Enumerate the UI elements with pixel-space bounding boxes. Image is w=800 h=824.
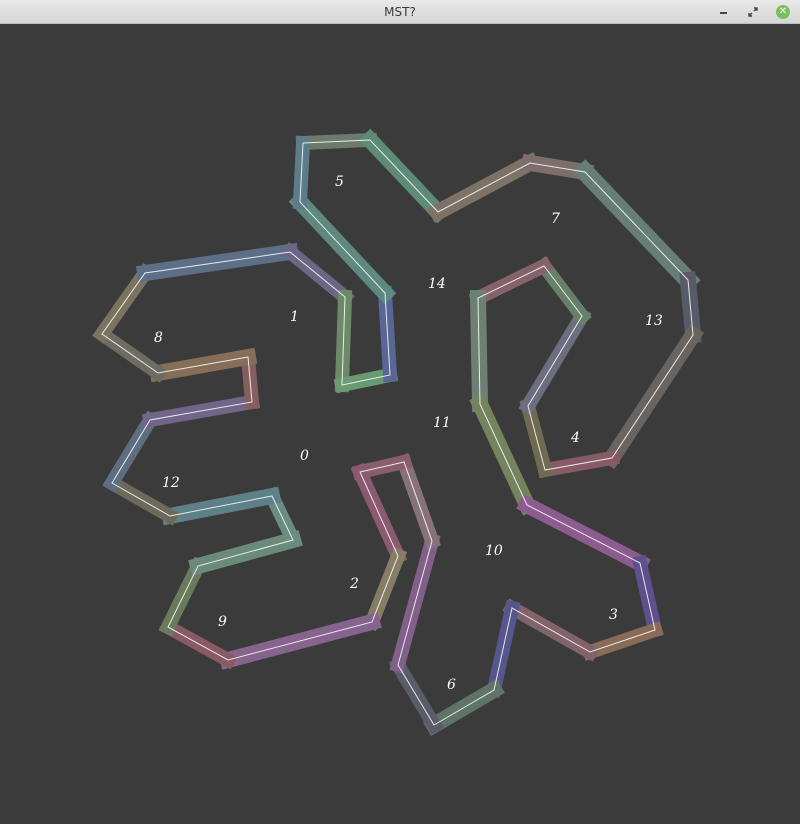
region-label-9: 9 xyxy=(218,614,227,630)
region-label-3: 3 xyxy=(609,607,618,623)
region-label-7: 7 xyxy=(551,211,560,227)
region-label-2: 2 xyxy=(349,576,359,592)
region-label-10: 10 xyxy=(485,543,503,559)
region-label-13: 13 xyxy=(645,313,663,329)
region-label-11: 11 xyxy=(433,415,451,431)
close-icon: ✕ xyxy=(776,5,790,19)
minimize-icon xyxy=(719,12,727,14)
region-label-0: 0 xyxy=(300,448,309,464)
close-button[interactable]: ✕ xyxy=(775,4,791,20)
region-label-1: 1 xyxy=(290,309,299,325)
maximize-icon xyxy=(748,7,758,17)
region-label-14: 14 xyxy=(428,276,446,292)
region-label-12: 12 xyxy=(162,475,180,491)
region-label-6: 6 xyxy=(447,677,456,693)
region-label-5: 5 xyxy=(335,174,344,190)
game-board[interactable]: 0 1 2 3 4 5 6 7 8 9 10 11 12 13 14 xyxy=(0,24,800,824)
wall-highlight xyxy=(101,139,694,726)
maximize-button[interactable] xyxy=(745,4,761,20)
maze-walls xyxy=(92,128,705,736)
region-label-8: 8 xyxy=(154,330,163,346)
window-title: MST? xyxy=(384,5,416,19)
minimize-button[interactable] xyxy=(715,4,731,20)
region-label-4: 4 xyxy=(570,430,580,446)
title-bar[interactable]: MST? ✕ xyxy=(0,0,800,24)
